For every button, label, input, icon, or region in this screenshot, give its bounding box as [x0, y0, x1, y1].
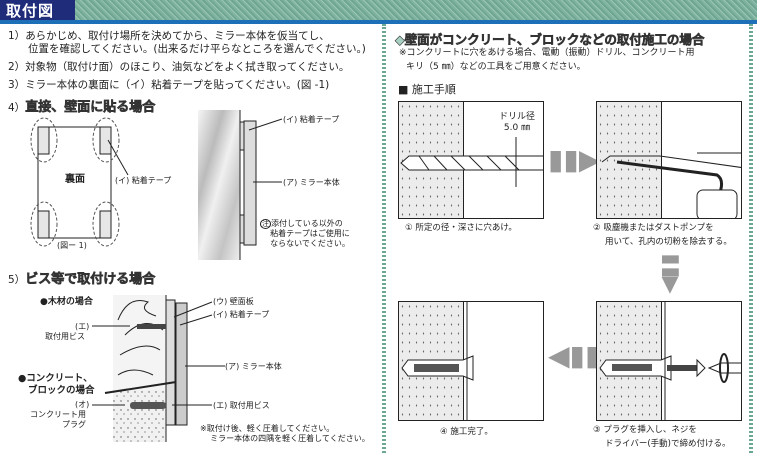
header-divider	[0, 20, 757, 24]
section-4-heading: 4）直接、壁面に貼る場合	[8, 100, 156, 116]
step-3-panel	[596, 301, 742, 421]
screw-mount-diagram	[92, 295, 225, 442]
arrow-left-icon: ◀▮▮	[548, 339, 601, 372]
header-band	[0, 0, 757, 22]
procedure-heading: ■ 施工手順	[398, 83, 456, 96]
step-2-caption-2: 用いて、孔内の切粉を除去する。	[605, 237, 732, 247]
page-title: 取付図	[0, 0, 75, 22]
right-border	[749, 24, 753, 453]
figure-1-label: (図ー 1)	[57, 241, 87, 250]
drill-bit-icon	[400, 137, 543, 187]
arrow-down-icon: ▬▬▼	[660, 246, 681, 297]
concrete-note-2: キリ（5 ㎜）などの工具をご用意ください。	[406, 62, 586, 72]
step-1-line2: 位置を確認してください。(出来るだけ平らなところを選んでください。)	[28, 43, 366, 55]
note-4: 注添付している以外の 粘着テープはご使用に ならないでください。	[260, 219, 350, 248]
section-5-heading: 5）ビス等で取付ける場合	[8, 272, 156, 288]
direct-mount-diagram	[30, 110, 283, 260]
step-4-panel	[398, 301, 544, 421]
mirror-body-label: (ア) ミラー本体	[225, 362, 282, 371]
installed-plug-icon	[401, 302, 474, 420]
note-5: ※取付け後、軽く圧着してください。 ミラー本体の四隅を軽く圧着してください。	[200, 424, 370, 443]
plug-and-screwdriver-icon	[599, 302, 741, 420]
plug-label-code: (オ)	[75, 400, 90, 409]
plug-label-2: プラグ	[62, 420, 86, 429]
dust-pump-icon	[601, 152, 741, 218]
screw-label: 取付用ビス	[45, 332, 85, 341]
wood-case-label: ●木材の場合	[40, 297, 93, 307]
step-1: 1）あらかじめ、取付け場所を決めてから、ミラー本体を仮当てし、	[8, 30, 330, 42]
step-3-caption-1: ③ プラグを挿入し、ネジを	[593, 425, 697, 435]
mount-screw-label: (エ) 取付用ビス	[213, 401, 270, 410]
step-3: 3）ミラー本体の裏面に（イ）粘着テープを貼ってください。(図 -1)	[8, 79, 330, 91]
concrete-note-1: ※コンクリートに穴をあける場合、電動（振動）ドリル、コンクリート用	[399, 48, 695, 58]
screw-label-code: (エ)	[75, 322, 90, 331]
column-divider	[382, 24, 386, 453]
tape-label: (イ) 粘着テープ	[115, 176, 172, 185]
back-face-label: 裏面	[65, 174, 85, 185]
side-tape-label: (イ) 粘着テープ	[283, 115, 340, 124]
wall-board-label: (ウ) 壁面板	[213, 297, 254, 306]
concrete-case-label: ●コンクリート、 ブロックの場合	[18, 373, 95, 396]
side-mirror-label: (ア) ミラー本体	[283, 178, 340, 187]
adhesive-tape-label: (イ) 粘着テープ	[213, 310, 270, 319]
concrete-section-title: ◆壁面がコンクリート、ブロックなどの取付施工の場合	[395, 32, 705, 48]
step-2-panel	[596, 101, 742, 219]
arrow-right-icon: ▮▮▶	[548, 143, 601, 176]
step-2: 2）対象物（取付け面）のほこり、油気などをよく拭き取ってください。	[8, 61, 350, 73]
step-2-caption-1: ② 吸塵機またはダストポンプを	[593, 223, 714, 233]
plug-label: コンクリート用	[30, 410, 86, 419]
step-4-caption: ④ 施工完了。	[440, 427, 493, 437]
concrete-wall	[597, 102, 662, 218]
step-3-caption-2: ドライバー(手動)で締め付ける。	[605, 439, 731, 449]
step-1-caption: ① 所定の径・深さに穴あけ。	[405, 223, 517, 233]
